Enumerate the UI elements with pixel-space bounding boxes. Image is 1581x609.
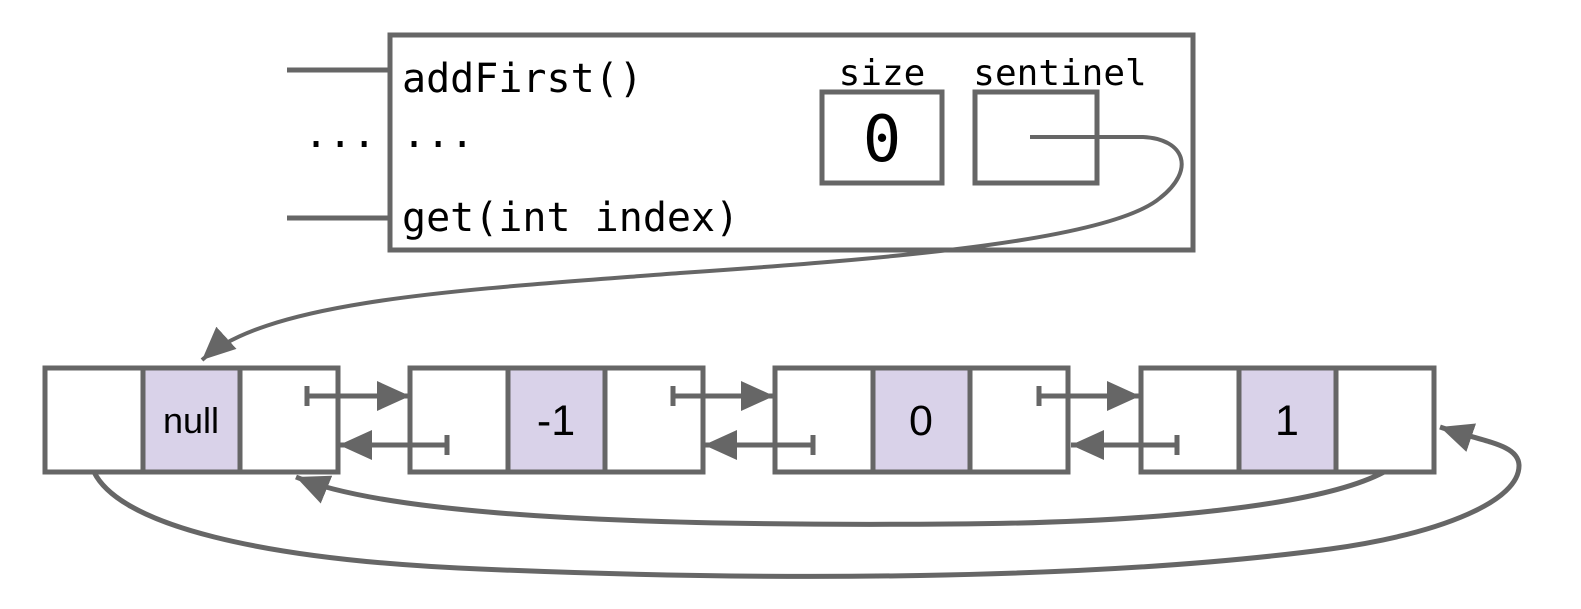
- prev-arrow-node1-node4-wraparound: [91, 423, 1522, 579]
- node-4-item-value: 1: [1275, 397, 1299, 445]
- size-label: size: [839, 53, 926, 94]
- sentinel-label: sentinel: [973, 53, 1146, 94]
- node-1-item-value: null: [163, 400, 219, 441]
- method-addfirst-label: addFirst(): [402, 56, 643, 102]
- size-box: [819, 89, 945, 186]
- ellipsis-outer: ...: [304, 111, 376, 157]
- node-2-item-value: -1: [537, 397, 575, 445]
- next-arrow-node2-node3: [670, 386, 774, 406]
- node-3-item-cell: [870, 365, 973, 475]
- method-get-label: get(int index): [402, 195, 739, 241]
- next-arrow-node3-node4: [1036, 386, 1140, 406]
- prev-arrow-node4-node3: [1071, 435, 1180, 455]
- ellipsis-inner: ...: [402, 111, 474, 157]
- size-value: 0: [863, 103, 902, 177]
- node-1-item-cell: [140, 365, 243, 475]
- node-4-item-cell: [1236, 365, 1339, 475]
- node-2-item-cell: [505, 365, 608, 475]
- prev-arrow-node2-node1: [339, 435, 450, 455]
- next-arrow-node1-node2: [304, 386, 410, 406]
- sentinel-pointer-arrow: [200, 135, 1184, 362]
- prev-arrow-node3-node2: [704, 435, 816, 455]
- next-arrow-node4-node1-wraparound: [295, 469, 1386, 527]
- node-3-item-value: 0: [909, 397, 933, 445]
